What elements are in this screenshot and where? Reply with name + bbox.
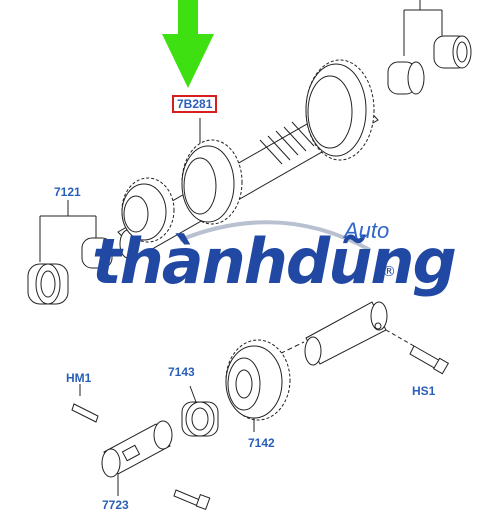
bearing-7143 <box>181 385 219 437</box>
watermark-swoosh <box>179 220 371 252</box>
hm1-pin <box>71 384 99 423</box>
fork-7723 <box>101 420 173 496</box>
front-gear <box>121 177 175 243</box>
watermark-logo: thànhdũng Auto ® <box>92 218 457 302</box>
watermark-reg: ® <box>382 264 396 280</box>
left-bearings <box>27 200 113 305</box>
label-bearing-left: 7121 <box>54 185 81 199</box>
label-hs1: HS1 <box>412 384 436 398</box>
hs1-bolt <box>385 329 450 375</box>
label-fork: 7723 <box>102 498 129 512</box>
label-main-shaft: 7B281 <box>172 95 218 113</box>
top-right-bearings <box>387 0 472 95</box>
label-bearing-small: 7143 <box>168 365 195 379</box>
watermark-sub: Auto <box>344 218 390 243</box>
gear-7142 <box>225 339 291 432</box>
middle-gear <box>181 139 243 225</box>
label-gear: 7142 <box>248 436 275 450</box>
bottom-bolt <box>173 489 211 510</box>
label-hm1: HM1 <box>66 371 92 385</box>
watermark-brand: thànhdũng <box>92 225 457 298</box>
green-arrow-icon <box>162 0 214 88</box>
rear-gear <box>305 59 375 161</box>
